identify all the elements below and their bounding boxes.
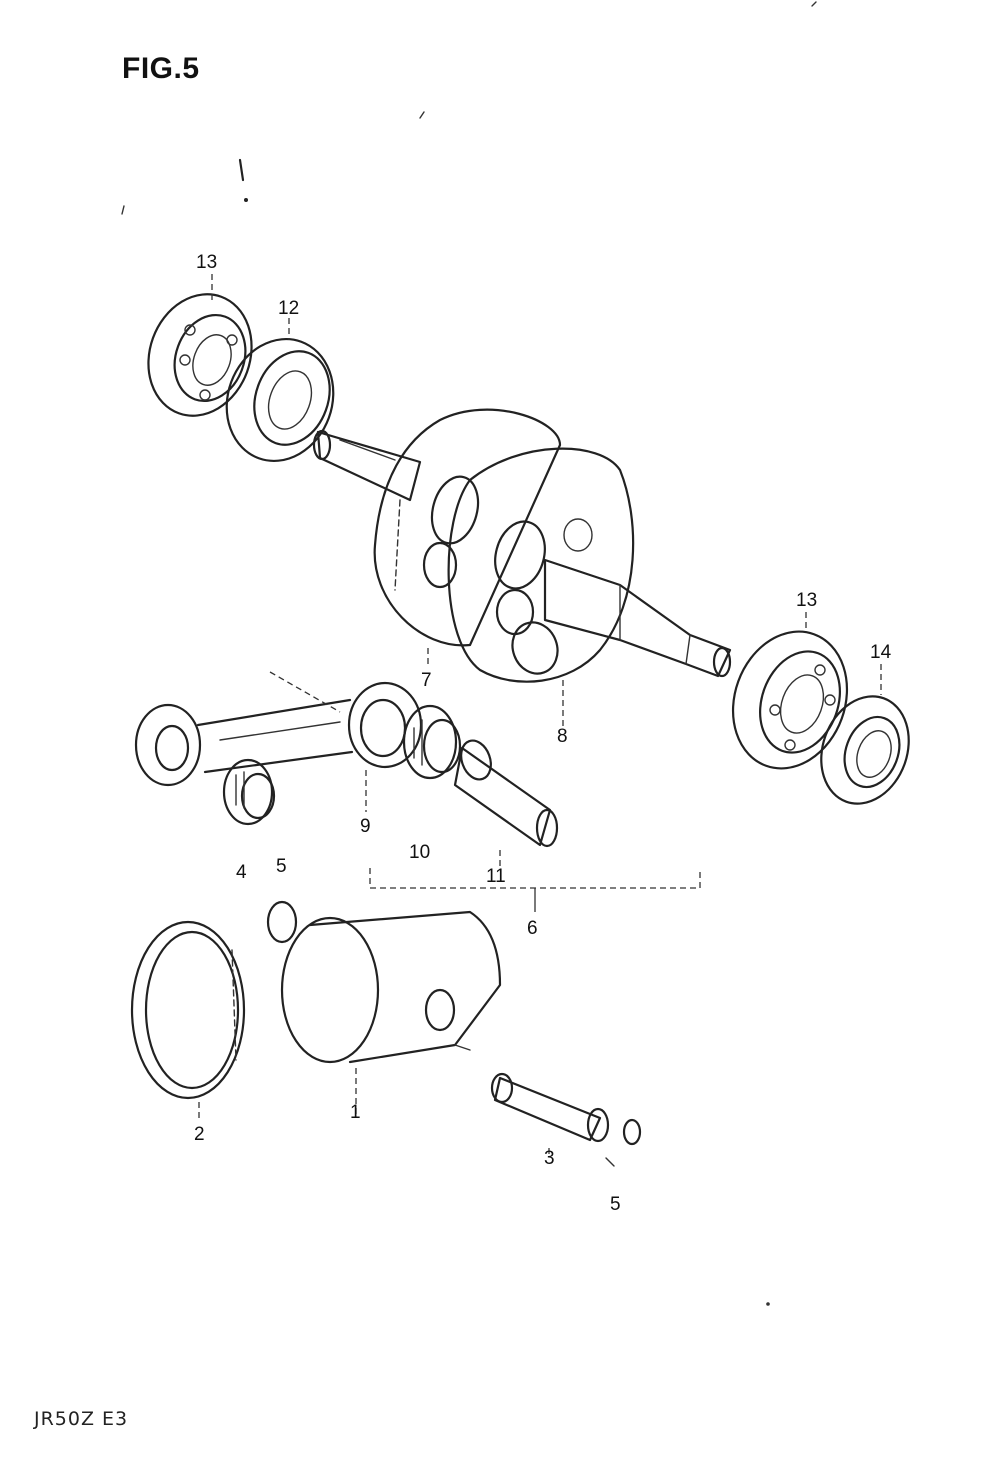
callout-12: 12	[278, 298, 299, 319]
oil-seal-12	[225, 337, 335, 463]
crankshaft-left-shaft	[312, 429, 422, 502]
drawing-code: JR50Z E3	[34, 1408, 129, 1430]
callout-14: 14	[870, 642, 892, 663]
piston-ring-2	[130, 920, 246, 1100]
callout-labels: 13 12 13 14 7 8 9 10 11 4 5 6 1 2 3 5	[194, 252, 892, 1215]
callout-6: 6	[527, 918, 538, 939]
bearing-13-right	[731, 630, 849, 770]
needle-bearing-4	[222, 758, 276, 826]
callout-13-right: 13	[796, 590, 817, 611]
crank-pin-11	[453, 739, 559, 848]
callout-4: 4	[236, 862, 247, 883]
callout-13-top: 13	[196, 252, 217, 273]
callout-1: 1	[350, 1102, 361, 1123]
connecting-rod-9	[134, 681, 423, 787]
oil-seal-14	[820, 695, 910, 805]
callout-2: 2	[194, 1124, 205, 1145]
crankshaft-right-shaft	[543, 558, 732, 678]
callout-11: 11	[486, 866, 506, 887]
crank-web-7	[373, 408, 562, 647]
bearing-13-left	[147, 293, 253, 417]
piston-pin-3	[490, 1072, 610, 1143]
scan-specks	[121, 1, 817, 1306]
callout-7: 7	[421, 670, 432, 691]
figure-title: FIG.5	[122, 52, 200, 85]
callout-10: 10	[409, 842, 430, 863]
callout-5-top: 5	[276, 856, 287, 877]
crankshaft-assembly-bracket-6	[369, 868, 701, 912]
crank-web-8	[447, 447, 635, 683]
leader-lines	[198, 274, 882, 1158]
circlip-5-top	[266, 900, 298, 944]
piston-1	[280, 910, 502, 1064]
circlip-5-bottom	[605, 1118, 642, 1167]
callout-9: 9	[360, 816, 371, 837]
callout-3: 3	[544, 1148, 555, 1169]
callout-8: 8	[557, 726, 568, 747]
callout-5-bottom: 5	[610, 1194, 621, 1215]
needle-bearing-10	[402, 704, 462, 780]
